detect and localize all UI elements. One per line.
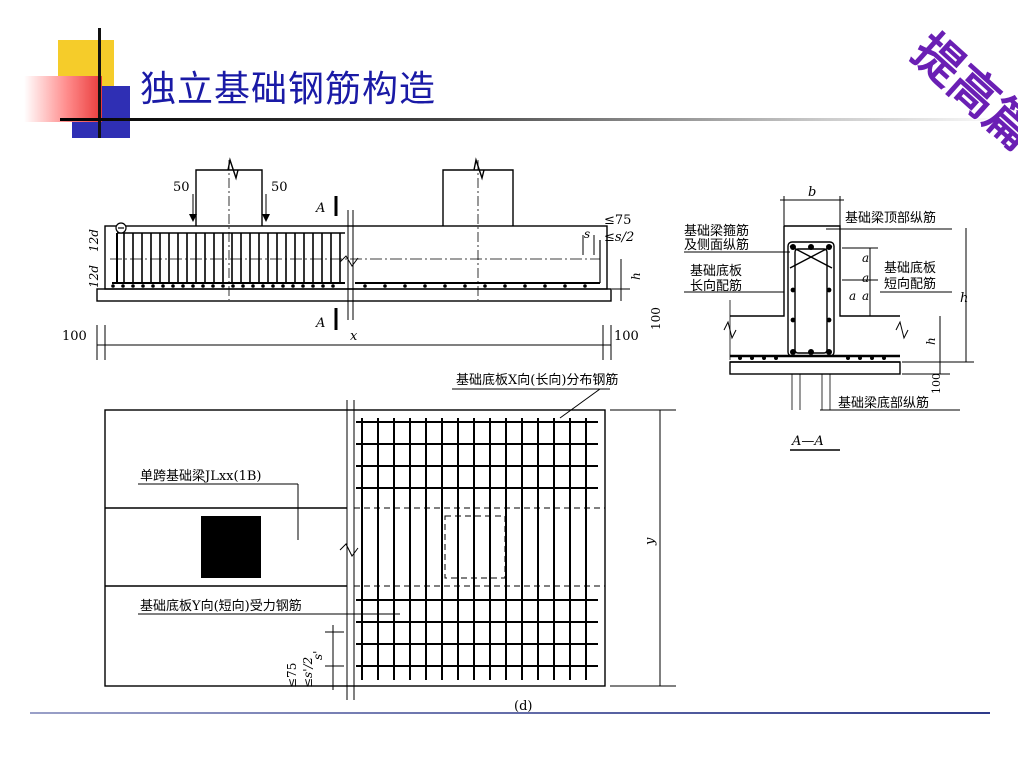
label-bottom-bars: 基础梁底部纵筋 <box>838 395 929 411</box>
section-bar-dots <box>738 244 886 360</box>
column-section-solid <box>201 516 261 578</box>
label-slab-long-1: 基础底板 <box>690 263 742 279</box>
title-underline <box>60 118 1020 121</box>
dim-a-3: a <box>849 289 856 303</box>
beam-width-b: b <box>808 185 816 200</box>
break-zigzag <box>339 255 359 267</box>
label-x-distribution: 基础底板X向(长向)分布钢筋 <box>456 372 618 388</box>
dim-50-left: 50 <box>173 180 190 195</box>
dim-100-left: 100 <box>62 329 87 344</box>
dim-100-bottom-right: 100 <box>614 329 639 344</box>
label-top-bars: 基础梁顶部纵筋 <box>845 210 936 226</box>
mesh-vertical-bars <box>123 233 341 283</box>
height-h: h <box>960 291 968 306</box>
plan-view <box>104 388 676 700</box>
section-mark-a-bottom: A <box>315 316 325 331</box>
slab-bar-dots <box>111 284 587 288</box>
label-y-main: 基础底板Y向(短向)受力钢筋 <box>140 598 302 614</box>
column-left-break <box>227 157 239 181</box>
decor-red-gradient <box>24 76 102 122</box>
label-stirrup-1: 基础梁箍筋 <box>684 223 749 239</box>
elevation-view <box>96 157 630 360</box>
column-right-break <box>473 157 485 181</box>
plan-horizontal-bars <box>356 421 598 667</box>
dim-100-side: 100 <box>649 307 663 330</box>
height-h1-section: h <box>924 337 938 345</box>
beam-stirrup-inner <box>794 248 828 354</box>
label-slab-long-2: 长向配筋 <box>690 278 742 294</box>
label-slab-short-1: 基础底板 <box>884 260 936 276</box>
stamp-badge: 提 高 篇 <box>901 22 1018 162</box>
plan-outline <box>104 409 606 687</box>
anchorage-12d-top: 12d <box>87 229 101 252</box>
plan-limit-75: ≤75 <box>285 663 299 688</box>
width-y: y <box>643 537 658 546</box>
decor-vertical-line <box>98 28 101 138</box>
dim-a-2: a <box>862 271 869 285</box>
limit-75: ≤75 <box>604 213 631 228</box>
label-slab-short-2: 短向配筋 <box>884 276 936 292</box>
dim-a-4: a <box>862 289 869 303</box>
plan-limit-half-s: ≤s'/2 <box>301 657 315 688</box>
plan-caption: (d) <box>514 699 532 714</box>
beam-outline <box>784 225 900 317</box>
spacing-s: s <box>584 227 590 241</box>
plan-vertical-bars <box>361 418 587 680</box>
dim-100-section: 100 <box>930 373 943 394</box>
footing-outline <box>104 225 608 290</box>
slide-title: 独立基础钢筋构造 <box>140 69 437 110</box>
dim-a-1: a <box>862 251 869 265</box>
arrow-marks <box>189 214 270 222</box>
limit-half-s: ≤s/2 <box>604 230 634 245</box>
section-cushion <box>729 361 901 375</box>
dim-50-right: 50 <box>271 180 288 195</box>
section-caption: A—A <box>791 434 824 449</box>
plan-spacing-s: s' <box>311 651 325 660</box>
label-stirrup-2: 及侧面纵筋 <box>684 237 749 253</box>
cushion-layer <box>96 288 612 302</box>
footer-rule <box>30 712 990 714</box>
section-mark-a-top: A <box>315 201 325 216</box>
height-h1: h <box>629 272 643 280</box>
anchorage-12d-bottom: 12d <box>87 265 101 288</box>
label-beam: 单跨基础梁JLxx(1B) <box>140 469 261 484</box>
length-x: x <box>350 329 358 344</box>
